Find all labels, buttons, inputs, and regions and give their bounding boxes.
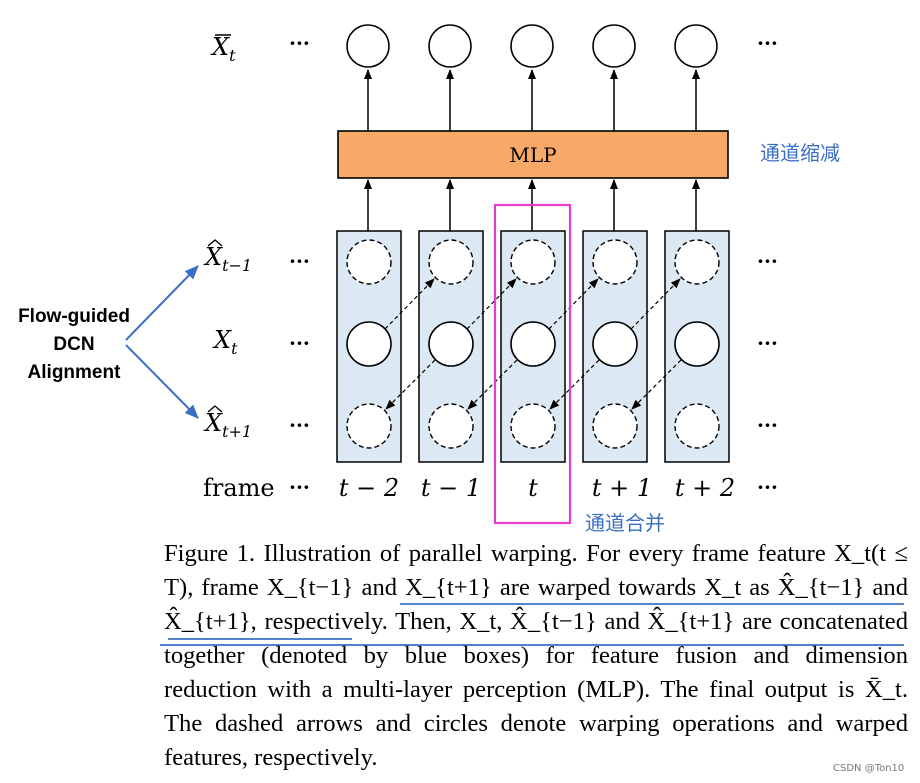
output-node bbox=[592, 24, 636, 68]
output-node bbox=[674, 24, 718, 68]
frame-label: t + 1 bbox=[592, 474, 652, 502]
ellipsis-left: ··· bbox=[289, 331, 310, 355]
svg-text:Xt+1: Xt+1 bbox=[203, 409, 252, 441]
channel-merge-highlight bbox=[493, 203, 572, 525]
blue-arrow-down bbox=[125, 344, 199, 419]
output-node bbox=[428, 24, 472, 68]
svg-text:DCN: DCN bbox=[53, 334, 94, 355]
warped-node bbox=[592, 403, 638, 449]
svg-text:Xt−1: Xt−1 bbox=[203, 243, 252, 275]
frame-label: t + 2 bbox=[675, 474, 735, 502]
ellipsis-right: ··· bbox=[757, 31, 778, 55]
svg-text:Alignment: Alignment bbox=[28, 362, 122, 383]
feature-circles bbox=[346, 321, 720, 367]
warped-node bbox=[674, 403, 720, 449]
ellipsis-right: ··· bbox=[757, 331, 778, 355]
feature-node bbox=[674, 321, 720, 367]
row-label-frame: frame bbox=[203, 474, 275, 502]
ellipsis-right: ··· bbox=[757, 475, 778, 499]
warped-node bbox=[346, 403, 392, 449]
ellipsis-left: ··· bbox=[289, 31, 310, 55]
feature-node bbox=[510, 321, 556, 367]
figure-caption: Figure 1. Illustration of parallel warpi… bbox=[164, 540, 908, 771]
blue-arrow-up bbox=[125, 265, 199, 341]
warp-arrows-up bbox=[384, 278, 681, 330]
warp-arrows-down bbox=[385, 359, 682, 410]
mlp-block bbox=[337, 130, 729, 179]
parallel-warping-diagram: Xt Xt−1 Xt Xt+1 frame ··· ··· ··· ··· ··… bbox=[18, 24, 840, 535]
row-label-x-hat-prev: Xt−1 bbox=[203, 239, 252, 275]
warped-node bbox=[510, 403, 556, 449]
mlp-label: MLP bbox=[509, 143, 556, 167]
svg-text:Xt: Xt bbox=[212, 326, 238, 358]
feature-node bbox=[346, 321, 392, 367]
annotation-channel-merge: 通道合并 bbox=[585, 511, 665, 535]
watermark: CSDN @Ton10 bbox=[833, 763, 905, 774]
warped-node bbox=[428, 403, 474, 449]
svg-text:Xt: Xt bbox=[210, 33, 236, 65]
frame-labels: t − 2 t − 1 t t + 1 t + 2 bbox=[339, 474, 735, 502]
mlp-output-arrows bbox=[364, 69, 700, 131]
row-label-x-bar: Xt bbox=[210, 33, 236, 65]
frame-label: t − 1 bbox=[421, 474, 481, 502]
warped-node bbox=[346, 239, 392, 285]
warped-prev-circles bbox=[346, 239, 720, 285]
ellipsis-left: ··· bbox=[289, 249, 310, 273]
flow-guided-dcn-annotation: Flow-guided DCN Alignment bbox=[18, 265, 199, 419]
annotation-channel-reduce: 通道缩减 bbox=[760, 141, 840, 165]
feature-node bbox=[428, 321, 474, 367]
frame-label: t bbox=[528, 474, 538, 502]
warped-node bbox=[510, 239, 556, 285]
warped-node bbox=[674, 239, 720, 285]
feature-node bbox=[592, 321, 638, 367]
output-node bbox=[346, 24, 390, 68]
output-node bbox=[510, 24, 554, 68]
frame-label: t − 2 bbox=[339, 474, 399, 502]
ellipsis-right: ··· bbox=[757, 413, 778, 437]
warped-node bbox=[428, 239, 474, 285]
ellipsis-left: ··· bbox=[289, 475, 310, 499]
warped-next-circles bbox=[346, 403, 720, 449]
svg-text:Flow-guided: Flow-guided bbox=[18, 306, 130, 327]
warped-node bbox=[592, 239, 638, 285]
row-label-x-t: Xt bbox=[212, 326, 238, 358]
row-label-x-hat-next: Xt+1 bbox=[203, 405, 252, 441]
ellipsis-right: ··· bbox=[757, 249, 778, 273]
output-circles bbox=[346, 24, 718, 68]
ellipsis-left: ··· bbox=[289, 413, 310, 437]
